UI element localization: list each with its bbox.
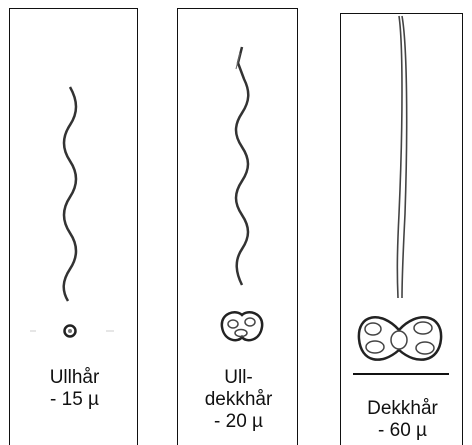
label-line: Dekkhår [341, 398, 463, 420]
label-line: dekkhår [178, 389, 298, 411]
hair-cross-section-icon [353, 317, 449, 374]
cover-hair-illustration [341, 14, 463, 445]
label-line: Ull- [178, 367, 298, 389]
hair-cross-section-icon [222, 312, 262, 340]
panel-wool-cover-hair: Ull- dekkhår - 20 µ [177, 8, 298, 445]
wavy-hair-icon [236, 47, 248, 285]
panel-cover-hair: Dekkhår - 60 µ [340, 13, 463, 445]
label-wool-cover-hair: Ull- dekkhår - 20 µ [178, 367, 298, 433]
label-wool-hair: Ullhår - 15 µ [10, 367, 138, 411]
label-line: Ullhår [10, 367, 138, 389]
label-line: - 20 µ [178, 411, 298, 433]
straight-hair-icon [397, 16, 406, 298]
label-cover-hair: Dekkhår - 60 µ [341, 398, 463, 442]
wavy-hair-icon [64, 87, 76, 301]
hair-cross-section-icon [65, 326, 76, 337]
panel-wool-hair: Ullhår - 15 µ [9, 8, 138, 445]
label-line: - 15 µ [10, 389, 138, 411]
label-line: - 60 µ [341, 420, 463, 442]
